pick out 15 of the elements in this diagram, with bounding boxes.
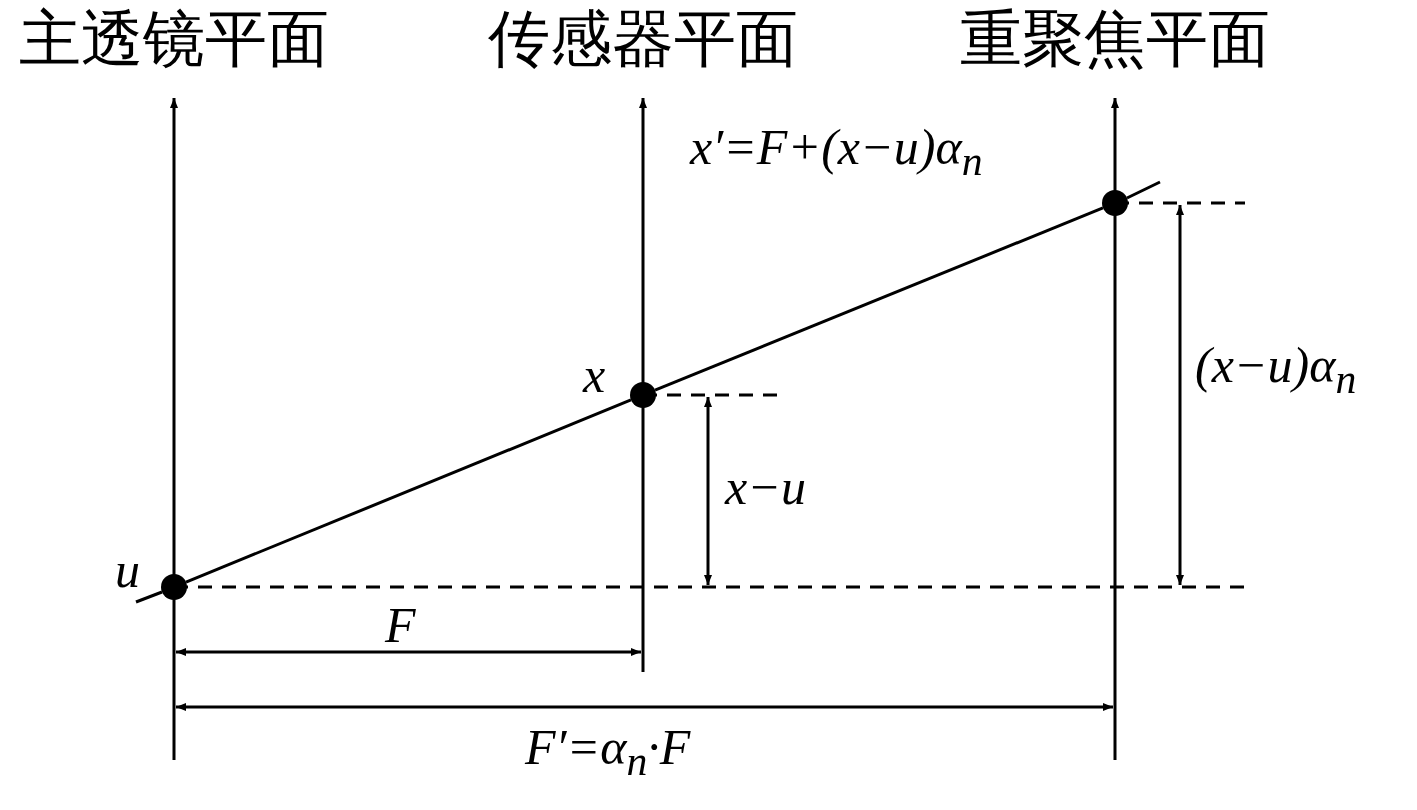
dimension-label: F′=α$_{n}$·F [525, 722, 691, 783]
ray-line [185, 398, 632, 584]
dimension-label: F [385, 600, 416, 650]
point-label: x′=F+(x−u)α$_{n}$ [690, 122, 983, 183]
point-label: u [115, 545, 140, 595]
dimension-label: (x−u)α$_{n}$ [1195, 340, 1357, 401]
ray-line [654, 206, 1104, 392]
point-dot [630, 382, 656, 408]
plane-title: 主透镜平面 [19, 8, 329, 70]
point-label: x [583, 350, 606, 400]
point-dot [161, 574, 187, 600]
dimension-label: x−u [725, 462, 806, 512]
plane-title: 重聚焦平面 [960, 8, 1270, 70]
point-dot [1102, 190, 1128, 216]
plane-title: 传感器平面 [488, 8, 798, 70]
